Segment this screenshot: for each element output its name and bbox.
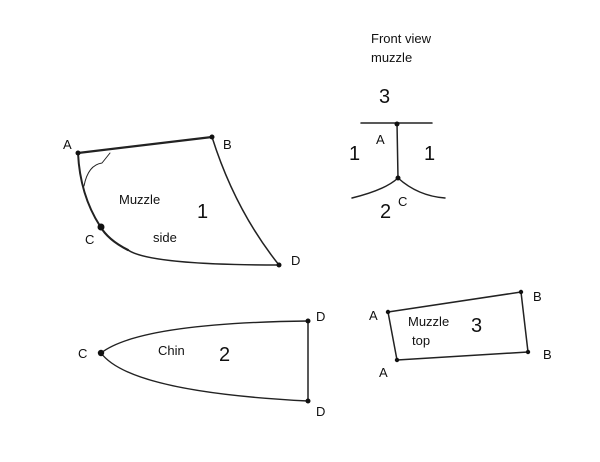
edge-a-b (76, 135, 214, 155)
muzzle-top-piece: A A B B Muzzle top 3 (369, 289, 552, 380)
chin-title: Chin (158, 343, 185, 358)
front-right-curve (397, 177, 446, 199)
chin-point-d-bottom-dot (305, 398, 311, 404)
top-point-a-lower-dot (394, 357, 400, 363)
muzzle-side-subtitle: side (153, 230, 177, 245)
edge-c-lower (98, 224, 130, 252)
front-num-bottom: 2 (380, 201, 391, 223)
chin-bottom-edge (100, 352, 309, 402)
front-view-piece: Front view muzzle 3 1 1 2 A C (349, 31, 446, 223)
front-num-right: 1 (424, 143, 435, 165)
point-d-dot (276, 262, 282, 268)
front-view-title-line2: muzzle (371, 50, 412, 65)
front-num-left: 1 (349, 143, 360, 165)
chin-point-d-top-dot (305, 318, 311, 324)
point-c-dot (97, 223, 105, 231)
top-point-b-upper-dot (518, 289, 524, 295)
top-point-b-upper-label: B (533, 289, 542, 304)
muzzle-side-number: 1 (197, 201, 208, 223)
top-point-a-upper-label: A (369, 308, 378, 323)
muzzle-top-number: 3 (471, 315, 482, 337)
point-a-dot (75, 150, 81, 156)
top-point-b-lower-label: B (543, 347, 552, 362)
chin-point-d-bottom-label: D (316, 404, 325, 419)
top-point-b-lower-dot (525, 349, 531, 355)
edge-b-d (211, 136, 280, 266)
muzzle-top-title: Muzzle (408, 314, 449, 329)
chin-point-c-dot (97, 349, 105, 357)
front-num-top: 3 (379, 86, 390, 108)
front-center-line (396, 122, 399, 179)
front-left-curve (351, 177, 399, 199)
front-view-title-line1: Front view (371, 31, 432, 46)
point-b-dot (209, 134, 215, 140)
front-point-c-dot (395, 175, 401, 181)
right-angle-mark (83, 152, 111, 187)
edge-a-c (77, 152, 101, 227)
front-point-a-label: A (376, 132, 385, 147)
point-b-label: B (223, 137, 232, 152)
point-a-label: A (63, 137, 72, 152)
edge-d-c (127, 249, 280, 266)
muzzle-side-title: Muzzle (119, 192, 160, 207)
chin-point-d-top-label: D (316, 309, 325, 324)
front-point-a-dot (394, 121, 400, 127)
chin-top-edge (100, 320, 309, 354)
muzzle-top-subtitle: top (412, 333, 430, 348)
point-d-label: D (291, 253, 300, 268)
muzzle-side-piece: A B C D Muzzle side 1 (63, 134, 300, 268)
chin-number: 2 (219, 344, 230, 366)
point-c-label: C (85, 232, 94, 247)
front-point-c-label: C (398, 194, 407, 209)
top-point-a-lower-label: A (379, 365, 388, 380)
top-point-a-upper-dot (385, 309, 391, 315)
chin-point-c-label: C (78, 346, 87, 361)
chin-piece: C D D Chin 2 (78, 309, 325, 419)
